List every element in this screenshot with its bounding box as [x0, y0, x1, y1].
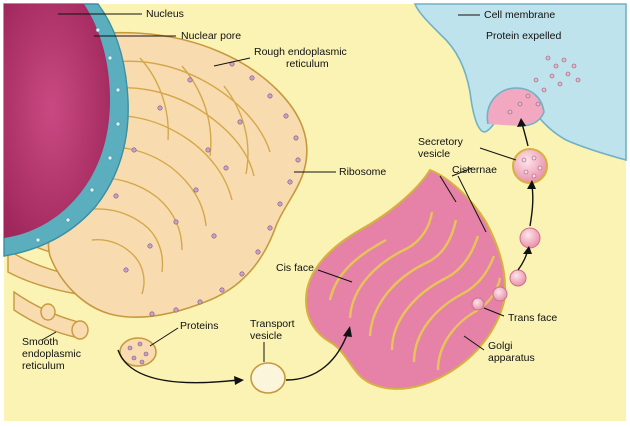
golgi-cisternae	[328, 211, 502, 371]
label-golgi-apparatus-line1: Golgi	[488, 340, 513, 352]
label-protein-expelled: Protein expelled	[486, 30, 562, 42]
secretory-vesicle-small	[519, 227, 541, 249]
label-cis-face: Cis face	[276, 262, 314, 274]
transport-vesicle	[250, 362, 286, 394]
label-cisternae: Cisternae	[452, 164, 497, 176]
er-vesicle	[119, 337, 157, 367]
leader-lines	[41, 13, 517, 362]
label-transport-vesicle-line2: vesicle	[250, 330, 283, 342]
golgi-small-vesicles	[471, 269, 527, 311]
label-rough-er-line2: reticulum	[286, 58, 329, 70]
expelled-protein-dots	[507, 55, 581, 115]
rough-er-folds	[81, 57, 271, 295]
secretory-vesicle	[512, 148, 548, 184]
label-ribosome: Ribosome	[339, 166, 387, 178]
label-rough-er-line1: Rough endoplasmic	[254, 46, 347, 58]
ribosome-dots	[113, 61, 301, 317]
label-smooth-er-line3: reticulum	[22, 360, 65, 372]
label-trans-face: Trans face	[508, 312, 558, 324]
label-secretory-vesicle-line1: Secretory	[418, 136, 463, 148]
label-nucleus: Nucleus	[146, 8, 184, 20]
label-golgi-apparatus-line2: apparatus	[488, 352, 535, 364]
arrow-heads	[234, 118, 536, 385]
label-proteins: Proteins	[180, 320, 219, 332]
nuclear-pore-dots	[35, 27, 121, 243]
protein-dots	[127, 341, 149, 365]
label-transport-vesicle-line1: Transport	[250, 318, 295, 330]
label-smooth-er-line1: Smooth	[22, 336, 59, 348]
exocytosis-cup	[486, 87, 545, 127]
label-secretory-vesicle-line2: vesicle	[418, 148, 451, 160]
label-nuclear-pore: Nuclear pore	[181, 30, 242, 42]
label-smooth-er-line2: endoplasmic	[22, 348, 81, 360]
nucleus	[4, 4, 110, 238]
label-cell-membrane: Cell membrane	[484, 9, 556, 21]
secretory-vesicle-dots	[521, 155, 543, 179]
